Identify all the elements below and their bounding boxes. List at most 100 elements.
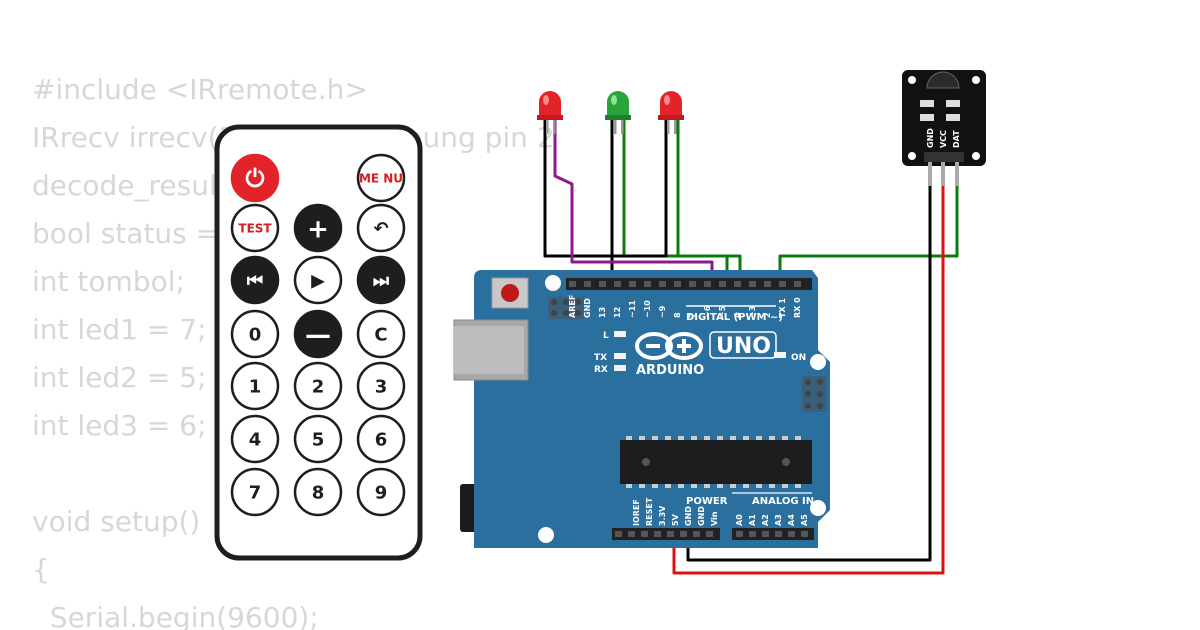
rewind-icon: ⏮ xyxy=(247,270,263,291)
remote-button-back-arrow-icon[interactable]: ↶ xyxy=(356,203,406,253)
analog-pin-label: A1 xyxy=(748,514,757,526)
wire-led3-black xyxy=(612,120,668,258)
wire-led3-green xyxy=(676,120,729,282)
digital-pin-label: AREF xyxy=(568,295,577,318)
digital-socket xyxy=(779,281,786,287)
analog-pin-label: A4 xyxy=(787,514,796,526)
remote-button-label: 3 xyxy=(375,376,388,397)
digital-socket xyxy=(794,281,801,287)
remote-button-label: 6 xyxy=(375,429,388,450)
wire-led1-black xyxy=(543,120,614,282)
power-pin-label: 5V xyxy=(671,513,680,526)
digital-socket xyxy=(614,281,621,287)
digital-pin-label: ~5 xyxy=(718,305,727,318)
digital-socket xyxy=(734,281,741,287)
power-pin-label: RESET xyxy=(645,497,654,526)
ir-remote: ⏻ ME NU TEST + ↶ ⏮ ▶ ⏭ 0 — C 1 2 3 4 5 6 7 8 9 xyxy=(214,124,423,561)
remote-button-key-7[interactable]: 7 xyxy=(230,467,280,517)
remote-button-key-menu[interactable]: ME NU xyxy=(356,153,406,203)
analog-socket xyxy=(775,531,782,537)
led-red-2 xyxy=(658,91,684,134)
digital-socket xyxy=(659,281,666,287)
power-pin-label: Vin xyxy=(710,511,719,526)
on-led-label: ON xyxy=(791,353,806,363)
ir-pin-vcc-label: VCC xyxy=(939,130,948,148)
fast-forward-icon: ⏭ xyxy=(373,270,390,291)
digital-pin-label: 8 xyxy=(673,312,682,318)
minus-icon: — xyxy=(305,320,331,350)
remote-button-label: 7 xyxy=(249,482,262,503)
analog-socket xyxy=(788,531,795,537)
power-socket xyxy=(693,531,700,537)
remote-button-key-1[interactable]: 1 xyxy=(230,361,280,411)
remote-button-key-test[interactable]: TEST xyxy=(230,203,280,253)
power-socket xyxy=(654,531,661,537)
microcontroller-chip xyxy=(620,440,812,484)
remote-button-fast-forward-icon[interactable]: ⏭ xyxy=(356,255,406,305)
remote-button-minus-icon[interactable]: — xyxy=(293,309,343,359)
digital-socket xyxy=(629,281,636,287)
power-socket xyxy=(706,531,713,537)
digital-pin-label: ~9 xyxy=(658,305,667,318)
digital-pin-label: 12 xyxy=(613,307,622,318)
remote-button-label: 9 xyxy=(375,482,388,503)
digital-pin-label: GND xyxy=(583,298,592,318)
digital-socket xyxy=(644,281,651,287)
digital-socket xyxy=(674,281,681,287)
analog-pin-label: A3 xyxy=(774,514,783,526)
remote-button-key-6[interactable]: 6 xyxy=(356,414,406,464)
remote-button-key-3[interactable]: 3 xyxy=(356,361,406,411)
analog-socket xyxy=(762,531,769,537)
uno-badge xyxy=(709,331,777,359)
remote-button-rewind-icon[interactable]: ⏮ xyxy=(230,255,280,305)
remote-button-key-9[interactable]: 9 xyxy=(356,467,406,517)
uno-label: UNO xyxy=(716,334,771,359)
power-icon: ⏻ xyxy=(246,165,265,193)
digital-pin-label: ~6 xyxy=(703,305,712,318)
power-pin-label: GND xyxy=(697,506,706,526)
power-socket xyxy=(628,531,635,537)
ir-pin-dat-label: DAT xyxy=(952,130,961,148)
code-line: int led1 = 7; xyxy=(32,313,207,346)
remote-button-key-5[interactable]: 5 xyxy=(293,414,343,464)
analog-pin-label: A5 xyxy=(800,514,809,526)
wire-ir-data xyxy=(778,164,959,282)
remote-button-label: 2 xyxy=(312,376,325,397)
code-line: void setup() xyxy=(32,505,200,538)
remote-button-play-icon[interactable]: ▶ xyxy=(293,255,343,305)
digital-pin-label: ~10 xyxy=(643,300,652,318)
wire-ir-vcc xyxy=(672,164,945,575)
digital-pin-label: ~3 xyxy=(748,306,757,318)
analog-socket xyxy=(736,531,743,537)
code-line: int tombol; xyxy=(32,265,185,298)
arduino-brand-label: ARDUINO xyxy=(636,363,704,378)
digital-pin-label: RX 0 xyxy=(793,297,802,318)
remote-button-key-c[interactable]: C xyxy=(356,309,406,359)
power-pin-label: GND xyxy=(684,506,693,526)
led-label-rx: RX xyxy=(594,365,608,375)
led-label-l: L xyxy=(603,331,609,341)
code-line: Serial.begin(9600); xyxy=(32,601,319,630)
remote-button-plus-icon[interactable]: + xyxy=(293,203,343,253)
code-line: int led2 = 5; xyxy=(32,361,207,394)
play-icon: ▶ xyxy=(311,270,325,291)
remote-button-key-2[interactable]: 2 xyxy=(293,361,343,411)
remote-button-power-icon[interactable]: ⏻ xyxy=(230,153,280,203)
analog-pin-label: A0 xyxy=(735,514,744,526)
digital-socket xyxy=(719,281,726,287)
remote-button-label: TEST xyxy=(238,221,272,235)
remote-button-key-0[interactable]: 0 xyxy=(230,309,280,359)
remote-button-key-4[interactable]: 4 xyxy=(230,414,280,464)
remote-button-label: 4 xyxy=(249,429,262,450)
power-socket xyxy=(641,531,648,537)
remote-button-label: C xyxy=(374,324,387,345)
digital-pin-label: TX 1 xyxy=(778,298,787,318)
digital-pin-label: 2 xyxy=(763,312,772,318)
analog-pin-label: A2 xyxy=(761,514,770,526)
digital-pin-label: 13 xyxy=(598,307,607,318)
remote-button-key-8[interactable]: 8 xyxy=(293,467,343,517)
digital-socket xyxy=(749,281,756,287)
analog-header-label: ANALOG IN xyxy=(752,496,814,507)
led-red-1 xyxy=(537,91,563,134)
